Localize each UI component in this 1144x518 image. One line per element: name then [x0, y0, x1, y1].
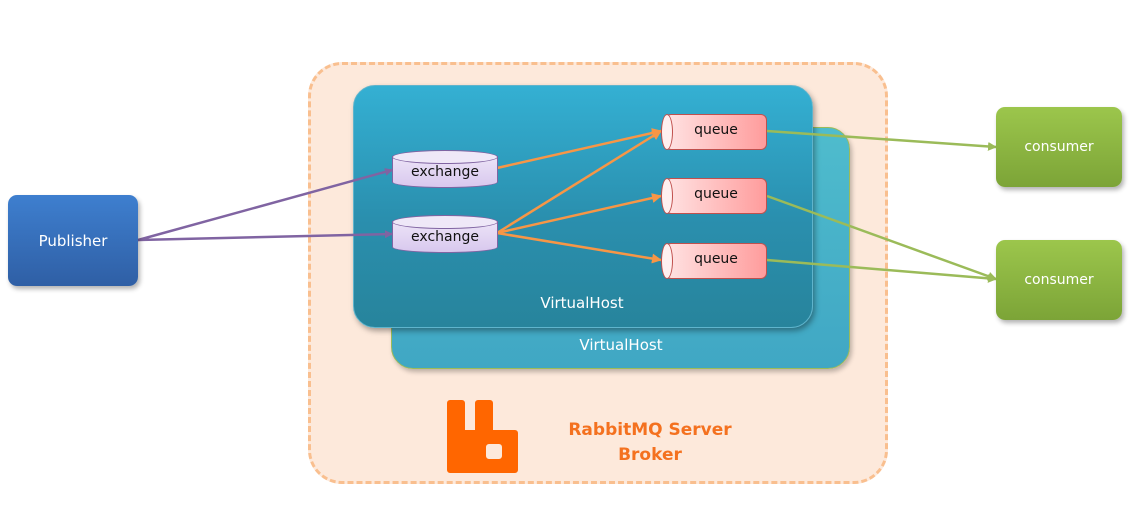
- queue-node-1[interactable]: queue: [661, 114, 767, 150]
- exchange-node-1[interactable]: exchange: [392, 150, 498, 188]
- exchange-label: exchange: [411, 164, 479, 180]
- queue-label: queue: [694, 251, 738, 267]
- queue-cylinder-cap: [661, 178, 673, 214]
- broker-subtitle: Broker: [618, 445, 682, 465]
- queue-cylinder-cap: [661, 243, 673, 279]
- consumer-label: consumer: [1024, 139, 1094, 155]
- consumer-node-1[interactable]: consumer: [996, 107, 1122, 187]
- arrow-queue-2-consumer-2: [766, 194, 997, 281]
- virtual-host-back-label: VirtualHost: [579, 336, 663, 354]
- queue-cylinder-body: [665, 114, 767, 150]
- arrow-queue-3-consumer-2: [766, 258, 997, 283]
- arrow-publisher-exchange-2: [137, 230, 393, 242]
- queue-cylinder-cap: [661, 114, 673, 150]
- rabbitmq-logo-icon: [447, 400, 518, 473]
- arrow-exchange-2-queue-2: [496, 193, 662, 235]
- broker-title: RabbitMQ Server: [568, 420, 732, 440]
- arrow-publisher-exchange-1: [137, 168, 393, 242]
- exchange-cylinder-top: [392, 150, 498, 164]
- queue-node-2[interactable]: queue: [661, 178, 767, 214]
- arrow-exchange-2-queue-3: [496, 231, 662, 264]
- arrow-queue-1-consumer-1: [766, 129, 997, 151]
- publisher-label: Publisher: [38, 231, 108, 250]
- arrow-exchange-1-queue-1: [496, 128, 662, 170]
- queue-node-3[interactable]: queue: [661, 243, 767, 279]
- arrow-exchange-2-queue-1: [496, 129, 662, 235]
- exchange-node-2[interactable]: exchange: [392, 215, 498, 253]
- queue-cylinder-body: [665, 243, 767, 279]
- publisher-node[interactable]: Publisher: [8, 195, 138, 286]
- queue-label: queue: [694, 186, 738, 202]
- consumer-label: consumer: [1024, 272, 1094, 288]
- exchange-cylinder-top: [392, 215, 498, 229]
- virtual-host-front-label: VirtualHost: [540, 294, 624, 312]
- consumer-node-2[interactable]: consumer: [996, 240, 1122, 320]
- exchange-label: exchange: [411, 229, 479, 245]
- queue-label: queue: [694, 122, 738, 138]
